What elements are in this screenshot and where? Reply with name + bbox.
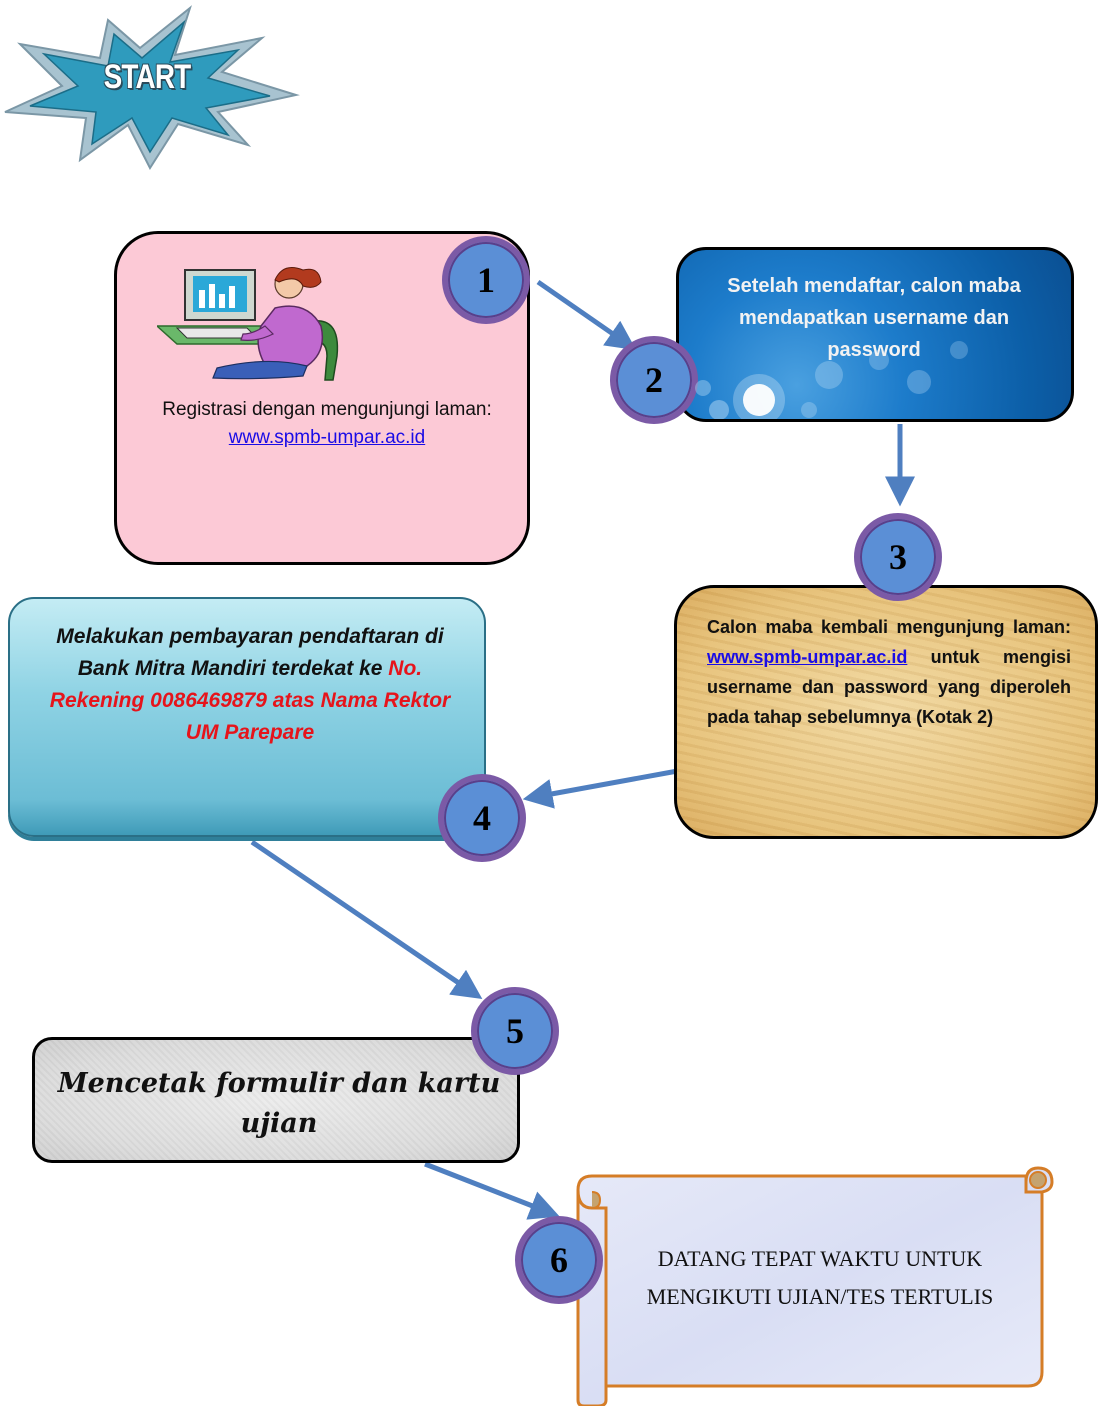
step-2-text: Setelah mendaftar, calon maba mendapatka…	[727, 275, 1021, 361]
step-4-text: Melakukan pembayaran pendaftaran di Bank…	[49, 625, 451, 744]
start-label: START	[103, 58, 192, 96]
step-2-number: 2	[610, 336, 698, 424]
step-3-box: Calon maba kembali mengunjung laman: www…	[674, 585, 1098, 839]
computer-user-icon	[157, 267, 339, 381]
arrow-5-to-6	[424, 1161, 560, 1220]
step-5-box: Mencetak formulir dan kartu ujian	[32, 1037, 520, 1163]
step-1-number: 1	[442, 236, 530, 324]
step-6-number: 6	[515, 1216, 603, 1304]
arrow-4-to-5	[250, 839, 483, 1000]
arrow-1-to-2	[536, 279, 637, 351]
arrow-3-to-4	[522, 767, 684, 809]
step-2-box: Setelah mendaftar, calon maba mendapatka…	[676, 247, 1074, 422]
step-6-scroll	[576, 1166, 1054, 1406]
step-3-text: Calon maba kembali mengunjung laman: www…	[707, 617, 1071, 727]
step-5-number: 5	[471, 987, 559, 1075]
step-5-text: Mencetak formulir dan kartu ujian	[57, 1068, 501, 1139]
step-4-number: 4	[438, 774, 526, 862]
step-4-box: Melakukan pembayaran pendaftaran di Bank…	[8, 597, 486, 837]
step-1-text: Registrasi dengan mengunjungi laman: www…	[162, 399, 492, 448]
bokeh-decoration	[695, 341, 968, 419]
step-3-number: 3	[854, 513, 942, 601]
starburst-icon	[4, 5, 300, 170]
step-6-text: DATANG TEPAT WAKTU UNTUK MENGIKUTI UJIAN…	[646, 1246, 994, 1309]
bank-account-highlight: No. Rekening 0086469879 atas Nama Rektor…	[49, 657, 451, 744]
step-1-link[interactable]: www.spmb-umpar.ac.id	[228, 427, 426, 448]
step-3-link[interactable]: www.spmb-umpar.ac.id	[707, 647, 908, 667]
